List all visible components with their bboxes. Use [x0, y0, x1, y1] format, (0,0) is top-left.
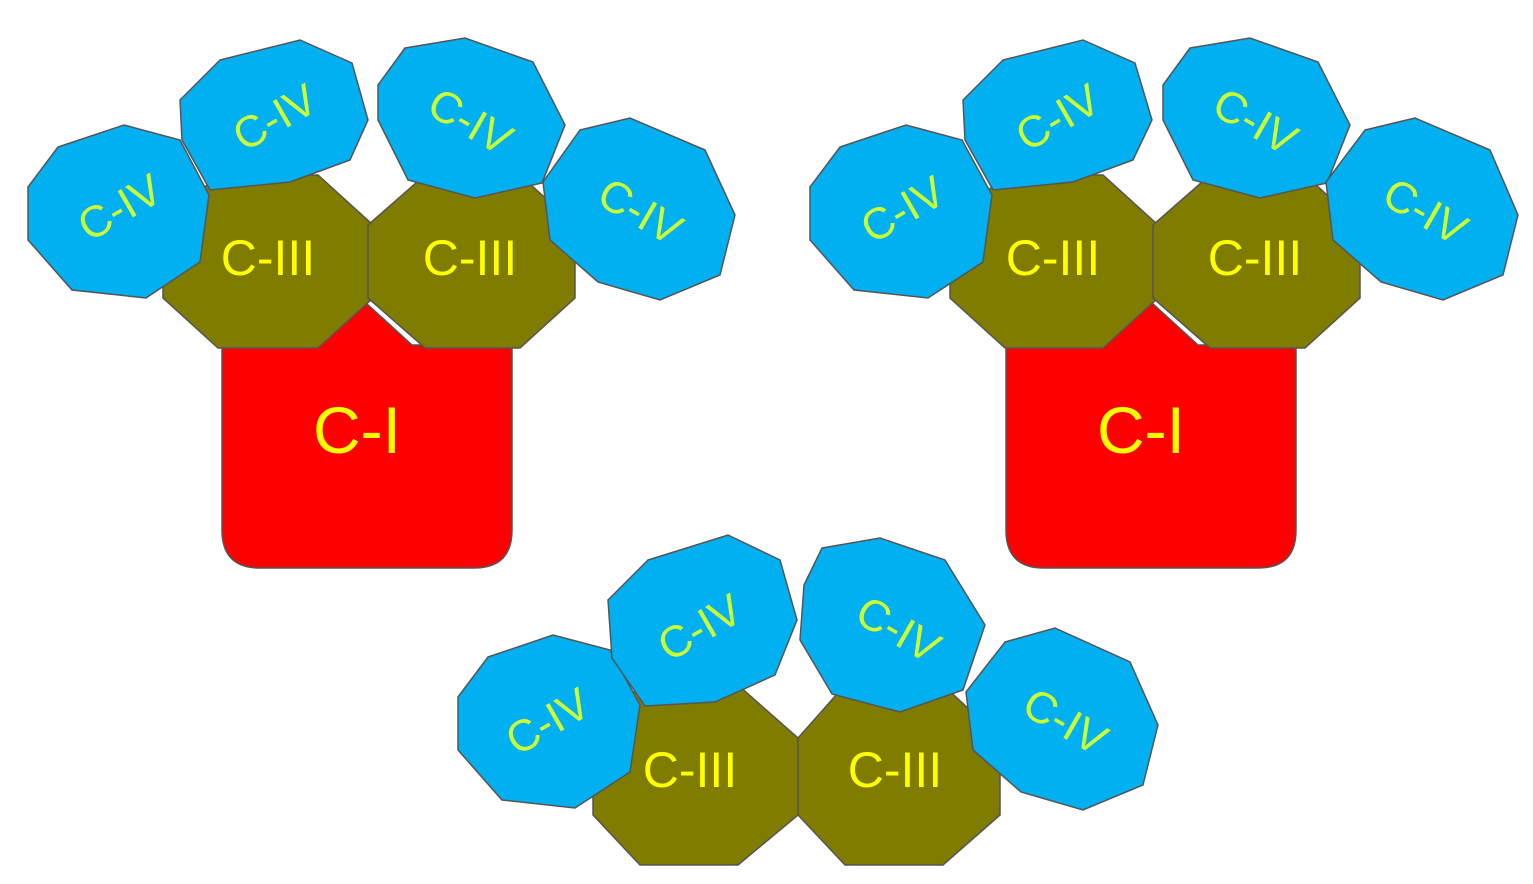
supercomplex-bottom: C-III C-III C-IV C-IV C-IV C-IV — [457, 534, 1159, 866]
complex-iii-label: C-III — [1006, 230, 1100, 286]
complex-iv-shape — [27, 124, 210, 299]
complex-iii-label: C-III — [1208, 230, 1302, 286]
complex-iv-shape — [1325, 117, 1519, 301]
complex-iv-shape — [457, 634, 641, 809]
complex-iii-label: C-III — [221, 230, 315, 286]
complex-iii-shape — [1152, 174, 1361, 349]
complex-i-label: C-I — [1097, 393, 1185, 467]
complex-iv-shape — [1162, 37, 1351, 199]
complex-iv-shape — [809, 124, 993, 299]
complex-iv-shape — [542, 117, 736, 301]
complex-iv-shape — [377, 37, 566, 199]
complex-iii-label: C-III — [848, 742, 942, 798]
complex-iv-shape — [607, 534, 798, 707]
complex-iv-shape — [965, 627, 1159, 811]
complex-i-label: C-I — [313, 393, 401, 467]
complex-iv-shape — [799, 537, 986, 713]
supercomplex-top-right: C-I C-III C-III C-IV C-IV C-IV C-IV — [809, 37, 1519, 569]
complex-i-shape — [1005, 301, 1297, 569]
complex-iv-shape — [962, 39, 1153, 191]
complex-iii-label: C-III — [643, 742, 737, 798]
complex-iii-shape — [367, 174, 576, 349]
complex-i-shape — [221, 301, 513, 569]
complex-iii-label: C-III — [423, 230, 517, 286]
complex-iv-shape — [179, 39, 369, 191]
supercomplex-top-left: C-I C-III C-III C-IV C-IV C-IV C-IV — [27, 37, 736, 569]
complex-iii-shape — [797, 684, 1001, 866]
